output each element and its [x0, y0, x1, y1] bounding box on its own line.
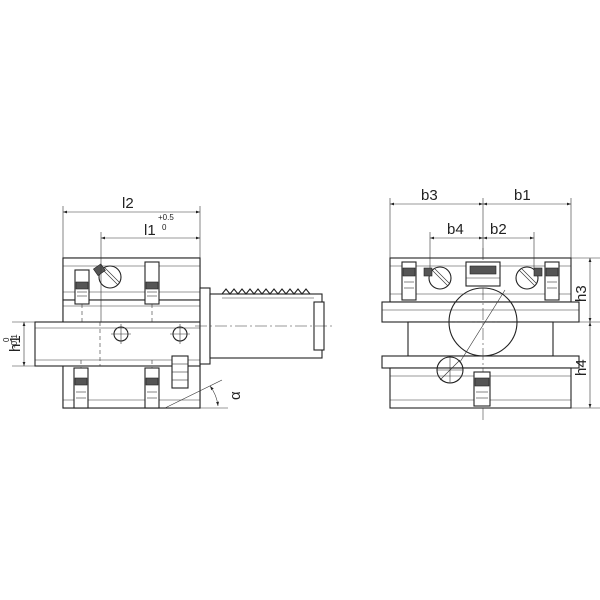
dimension-h3-h4: h3 h4 [526, 257, 600, 409]
lower-screw-right [144, 360, 160, 409]
side-view: α l2 l1 +0.5 0 h1 0 -0.1 [2, 195, 332, 409]
adjusting-pin-lower [436, 356, 464, 384]
h4-label: h4 [573, 359, 590, 376]
dimension-h1: h1 0 -0.1 [2, 321, 35, 367]
front-screw-left [401, 261, 417, 301]
dimension-l1: l1 +0.5 0 [100, 213, 200, 322]
front-lower-bar [381, 355, 580, 369]
b4-label: b4 [447, 221, 464, 238]
l1-tolerance-lower: 0 [162, 223, 167, 232]
l1-tolerance-upper: +0.5 [158, 213, 174, 222]
front-screw-center [465, 261, 501, 287]
front-view: b3 b1 b4 b2 h3 h4 [381, 187, 600, 420]
dimension-b4-b2: b4 b2 [429, 221, 535, 268]
upper-screw-left [74, 269, 90, 322]
alpha-label: α [227, 391, 244, 400]
front-mid-bar [381, 301, 580, 323]
b1-label: b1 [514, 187, 531, 204]
angle-alpha: α [164, 379, 244, 409]
h1-tolerance-upper: 0 [2, 337, 11, 342]
b3-label: b3 [421, 187, 438, 204]
h1-tolerance-lower: -0.1 [10, 334, 19, 348]
lower-screw-left [73, 360, 89, 409]
dimension-l2: l2 [62, 195, 201, 258]
l2-label: l2 [122, 195, 134, 212]
front-pin-left [423, 266, 452, 290]
serrated-shank [195, 287, 332, 365]
front-screw-lower [473, 371, 491, 407]
b2-label: b2 [490, 221, 507, 238]
l1-label: l1 [144, 222, 156, 239]
upper-screw-right [144, 261, 160, 322]
front-screw-right [544, 261, 560, 301]
front-pin-right [515, 266, 543, 290]
dimension-b3-b1: b3 b1 [389, 187, 572, 258]
h1-label: h1 [7, 335, 24, 352]
front-mid-region [407, 321, 554, 357]
h3-label: h3 [573, 285, 590, 302]
adjusting-pin-upper [93, 263, 122, 289]
